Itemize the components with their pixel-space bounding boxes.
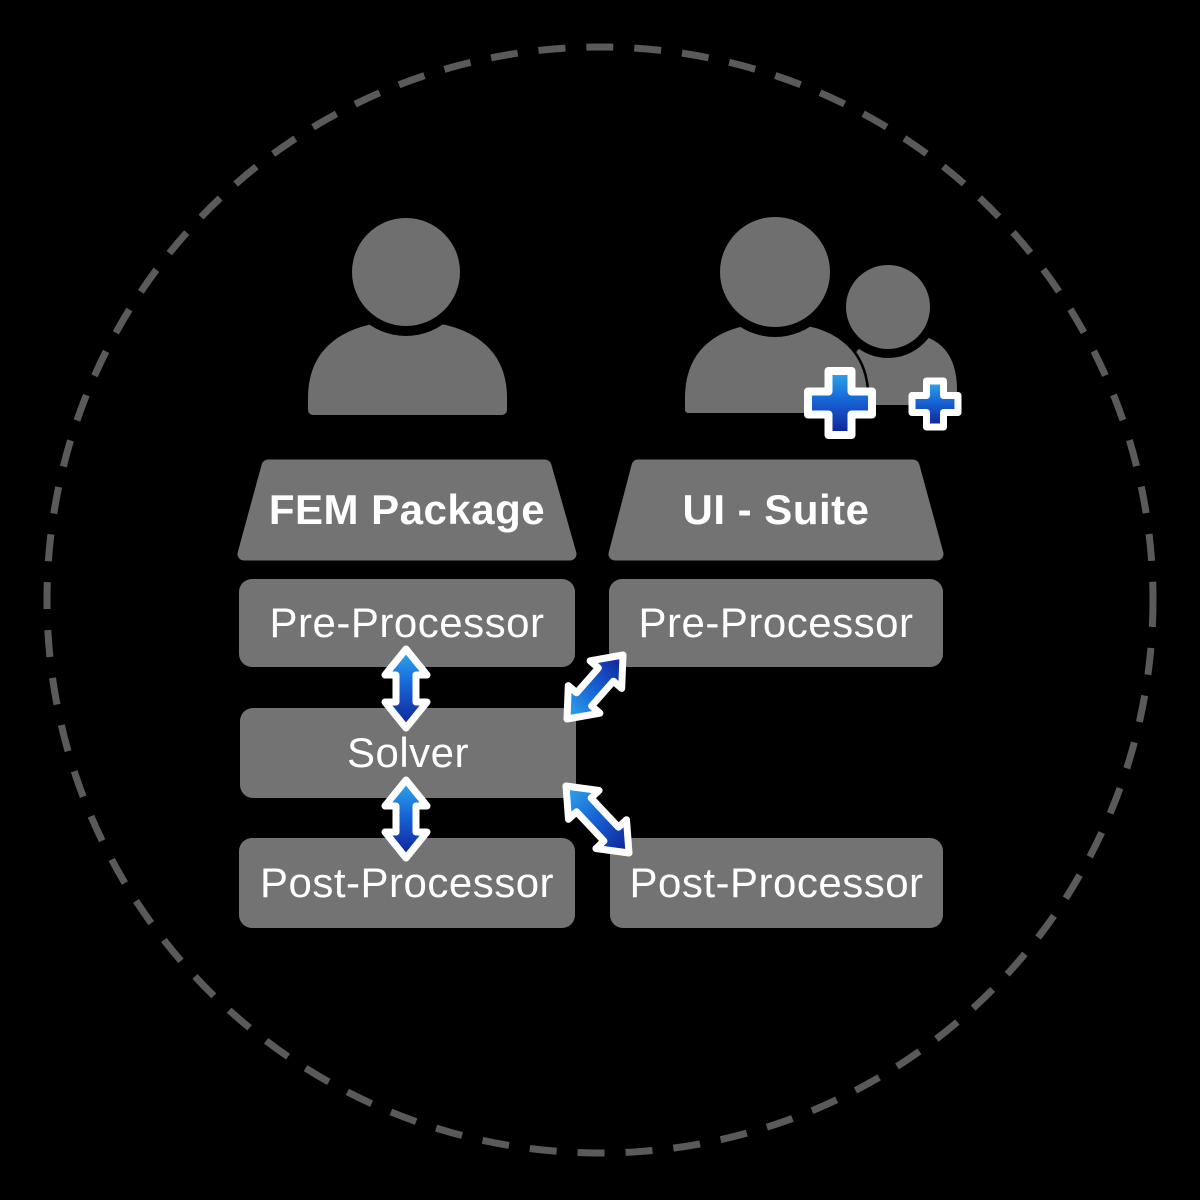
pre-processor-box-right: [609, 579, 943, 667]
dashed-boundary-circle: [43, 43, 1157, 1157]
solver-box: [240, 708, 576, 798]
post-processor-left-label: Post-Processor: [259, 859, 555, 906]
plus-icon-small: [908, 377, 962, 431]
pre-processor-box-left: [239, 579, 575, 667]
post-processor-right-label: Post-Processor: [629, 859, 924, 906]
ui-suite-header-shape: [608, 459, 944, 561]
double-arrow-vertical-icon-solver-post: [381, 776, 431, 862]
solver-label: Solver: [346, 729, 470, 776]
two-users-icon: [682, 207, 962, 439]
user-big-head: [720, 217, 830, 327]
double-arrow-vertical-icon-pre-solver: [381, 645, 431, 732]
user-small-head: [846, 265, 930, 349]
post-processor-box-left: [239, 838, 575, 928]
pre-processor-right-label: Pre-Processor: [638, 599, 914, 646]
plus-icon-large: [804, 367, 876, 439]
double-arrow-diagonal-icon-solver-preright: [563, 651, 627, 723]
user-head: [352, 218, 460, 326]
fem-package-header-shape: [237, 459, 577, 561]
ui-suite-header-label: UI - Suite: [682, 486, 870, 533]
post-processor-box-right: [610, 838, 943, 928]
pre-processor-left-label: Pre-Processor: [269, 599, 545, 646]
fem-package-header-label: FEM Package: [268, 486, 546, 533]
double-arrow-diagonal-icon-solver-postright: [562, 782, 633, 857]
single-user-icon: [308, 208, 507, 415]
